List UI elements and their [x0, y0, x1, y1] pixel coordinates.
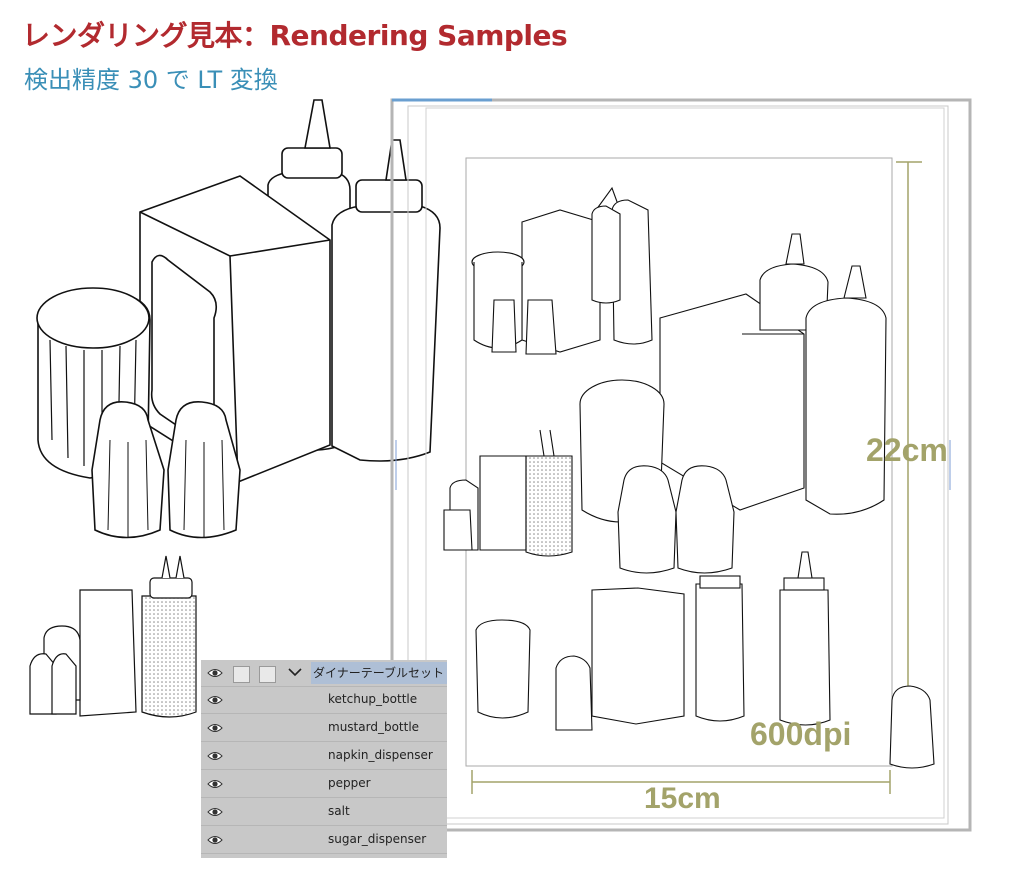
layer-row[interactable]: ketchup_bottle [201, 687, 447, 714]
eye-icon[interactable] [207, 720, 223, 736]
eye-icon[interactable] [207, 776, 223, 792]
resolution-label: 600dpi [750, 716, 852, 752]
eye-icon[interactable] [207, 665, 223, 681]
layer-row[interactable]: salt [201, 799, 447, 826]
small-sample-illustration [29, 555, 197, 718]
lock-checkbox[interactable] [233, 666, 250, 683]
chevron-down-icon[interactable] [287, 664, 303, 680]
large-sample-illustration [36, 99, 441, 539]
layer-row[interactable]: sugar_dispenser [201, 827, 447, 854]
eye-icon[interactable] [207, 832, 223, 848]
canvas-frame [390, 98, 972, 832]
eye-icon[interactable] [207, 692, 223, 708]
layer-name[interactable]: pepper [328, 776, 371, 790]
eye-icon[interactable] [207, 804, 223, 820]
eye-icon[interactable] [207, 748, 223, 764]
layer-row[interactable]: napkin_dispenser [201, 743, 447, 770]
canvas-content-illustrations [443, 186, 935, 769]
layer-name[interactable]: ketchup_bottle [328, 692, 418, 706]
layer-name[interactable]: napkin_dispenser [328, 748, 433, 762]
page-subtitle: 検出精度 30 で LT 変換 [24, 66, 278, 94]
layer-name[interactable]: sugar_dispenser [328, 832, 427, 846]
layers-panel: ダイナーテーブルセット ketchup_bottle mustard_bottl… [201, 660, 447, 858]
page-title: レンダリング見本：Rendering Samples [22, 19, 568, 52]
layer-group-row[interactable]: ダイナーテーブルセット [201, 660, 447, 687]
layer-group-name[interactable]: ダイナーテーブルセット [311, 662, 447, 684]
reference-checkbox[interactable] [259, 666, 276, 683]
layer-name[interactable]: salt [328, 804, 350, 818]
height-dimension-label: 22cm [866, 432, 948, 468]
layer-name[interactable]: mustard_bottle [328, 720, 420, 734]
layer-row[interactable]: mustard_bottle [201, 715, 447, 742]
width-dimension-label: 15cm [644, 782, 721, 815]
layer-row[interactable]: pepper [201, 771, 447, 798]
